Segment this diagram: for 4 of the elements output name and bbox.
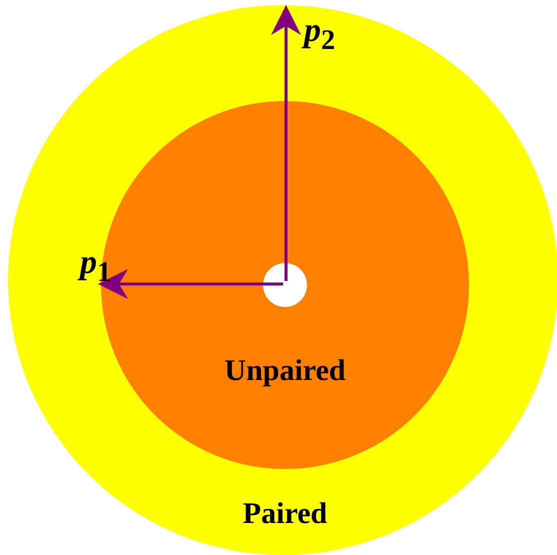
- region-label: Unpaired: [224, 354, 346, 388]
- vector-label: p$_{2}$: [304, 12, 336, 57]
- region-label: Paired: [242, 497, 328, 531]
- vector-label: p$_{1}$: [80, 244, 112, 289]
